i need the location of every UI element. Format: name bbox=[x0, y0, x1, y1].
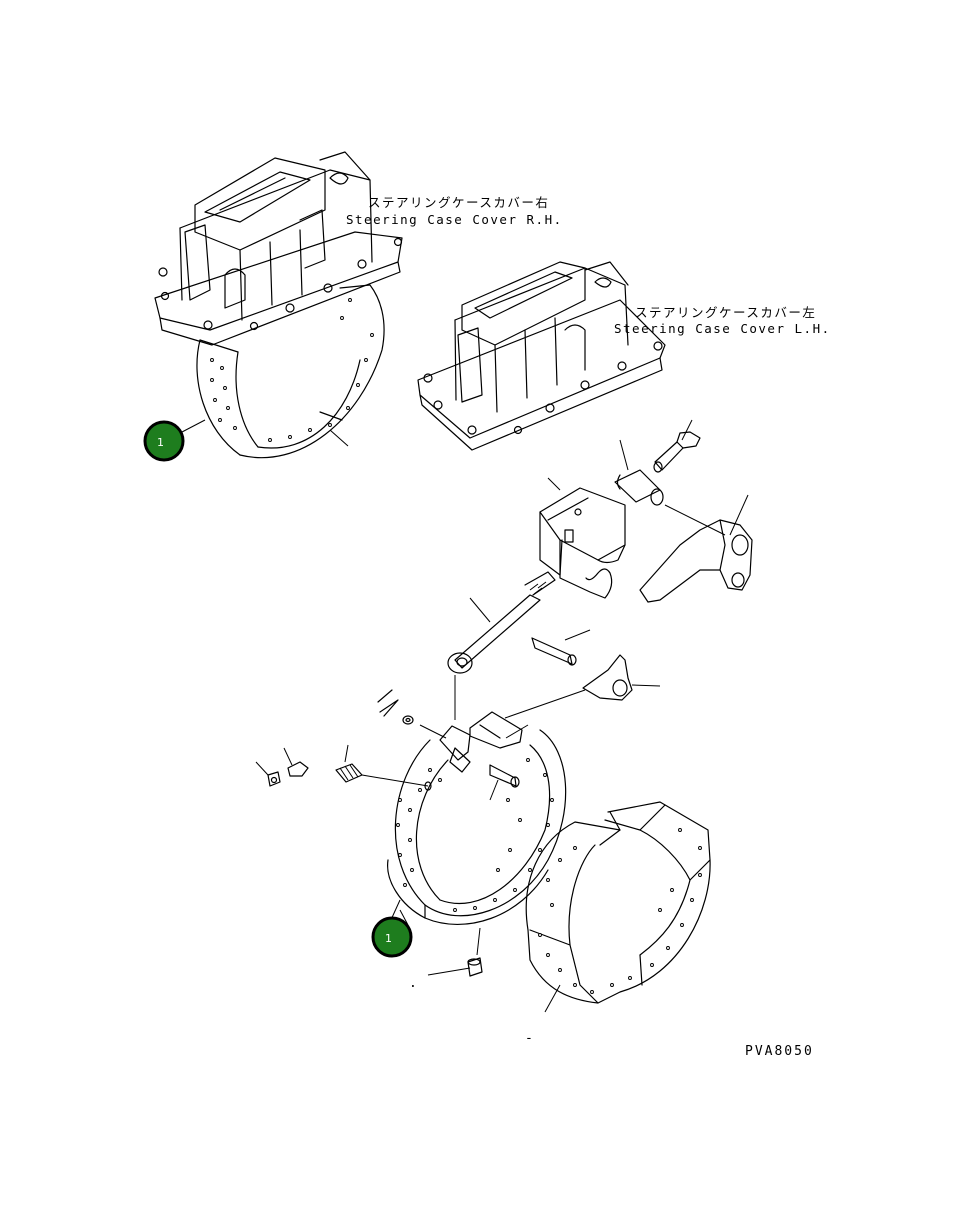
stray-dot-mark: . bbox=[409, 976, 419, 991]
callout-top-number: 1 bbox=[157, 436, 164, 449]
drawing-code: PVA8050 bbox=[745, 1044, 814, 1059]
brake-lining-band bbox=[525, 801, 711, 1013]
callout-bottom-number: 1 bbox=[385, 932, 392, 945]
linkage-parts bbox=[447, 419, 753, 720]
case-cover-lh-en-label: Steering Case Cover L.H. bbox=[614, 321, 831, 336]
case-cover-rh bbox=[154, 151, 403, 346]
brake-band-top bbox=[196, 284, 385, 459]
callout-bottom-circle[interactable] bbox=[371, 916, 413, 958]
callout-top-circle[interactable] bbox=[143, 420, 185, 462]
callout-top[interactable]: 1 bbox=[143, 419, 206, 462]
case-cover-lh bbox=[417, 261, 666, 451]
callout-bottom[interactable]: 1 bbox=[371, 909, 413, 958]
stray-dash-mark: - bbox=[525, 1031, 535, 1046]
case-cover-rh-jp-label: ステアリングケースカバー右 bbox=[368, 195, 549, 210]
case-cover-lh-jp-label: ステアリングケースカバー左 bbox=[635, 305, 816, 320]
case-cover-rh-en-label: Steering Case Cover R.H. bbox=[346, 212, 563, 227]
